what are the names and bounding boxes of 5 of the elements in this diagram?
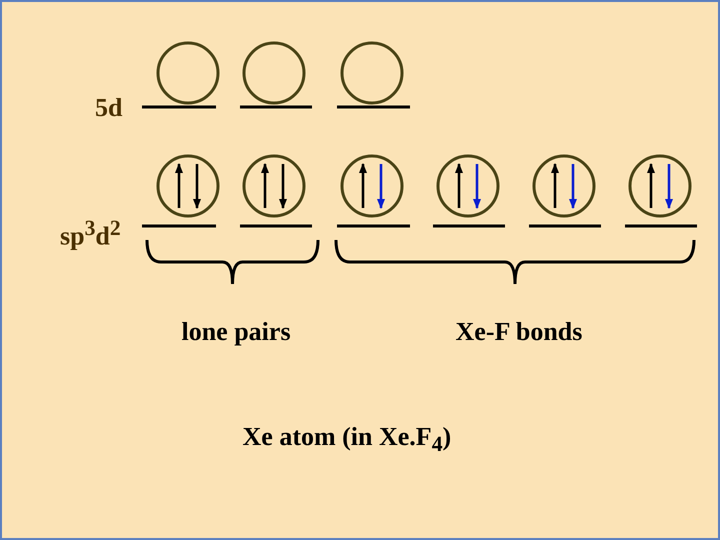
group-label: Xe-F bonds <box>456 319 582 345</box>
energy-level-label: 5d <box>95 95 122 121</box>
energy-level-label: sp$^{3}$d$^{2}$ <box>60 218 121 250</box>
caption-text: Xe atom (in Xe.F$_{4}$) <box>242 424 452 456</box>
group-label: lone pairs <box>182 319 291 345</box>
